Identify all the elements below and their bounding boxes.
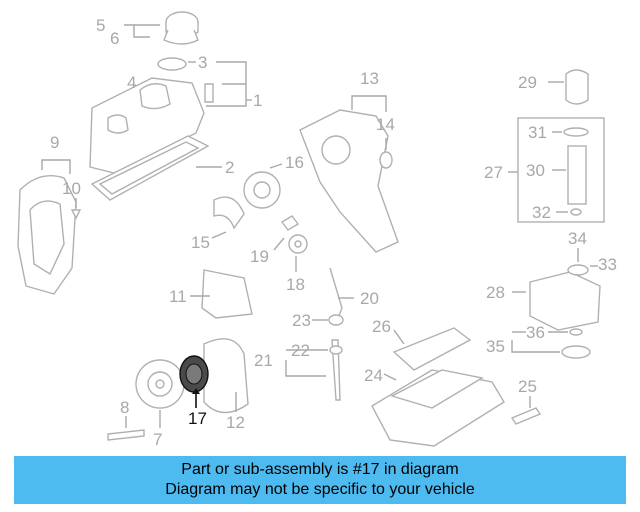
crankshaft-seal-housing xyxy=(203,338,249,414)
callout-26: 26 xyxy=(372,317,391,336)
callout-11: 11 xyxy=(169,287,187,306)
callout-2: 2 xyxy=(225,158,234,177)
callout-22: 22 xyxy=(291,341,310,360)
callout-35: 35 xyxy=(486,337,505,356)
callout-31: 31 xyxy=(528,123,547,142)
callout-1: 1 xyxy=(253,91,262,110)
callout-21: 21 xyxy=(254,351,273,370)
callout-8: 8 xyxy=(120,398,129,417)
callout-36: 36 xyxy=(526,323,545,342)
callout-34: 34 xyxy=(568,229,587,248)
timing-belt xyxy=(213,196,245,230)
crankshaft-pulley xyxy=(135,359,185,409)
valve-cover xyxy=(89,77,205,174)
lower-cover xyxy=(201,269,253,319)
callout-19: 19 xyxy=(250,247,269,266)
camshaft-sprocket xyxy=(243,171,281,209)
diagram-notice-banner: Part or sub-assembly is #17 in diagram D… xyxy=(14,456,626,504)
timing-belt-cover xyxy=(17,175,77,295)
callout-23: 23 xyxy=(292,311,311,330)
rear-timing-cover xyxy=(299,109,399,253)
callout-33: 33 xyxy=(598,255,617,274)
callout-3: 3 xyxy=(198,53,207,72)
oil-pan-gasket xyxy=(392,327,472,371)
callout-32: 32 xyxy=(532,203,551,222)
oil-filter-cap xyxy=(565,69,589,105)
callout-20: 20 xyxy=(360,289,379,308)
notice-line-part: Part or sub-assembly is #17 in diagram xyxy=(181,461,459,478)
callout-16: 16 xyxy=(285,153,304,172)
callout-9: 9 xyxy=(50,133,59,152)
callout-18: 18 xyxy=(286,275,305,294)
callout-14: 14 xyxy=(376,115,395,134)
callout-6: 6 xyxy=(110,29,119,48)
notice-line-disclaimer: Diagram may not be specific to your vehi… xyxy=(165,481,475,498)
highlighted-crankshaft-sprocket xyxy=(179,355,209,393)
callout-24: 24 xyxy=(364,366,383,385)
callout-17: 17 xyxy=(188,409,207,428)
callout-29: 29 xyxy=(518,73,537,92)
callout-27: 27 xyxy=(484,163,503,182)
callout-10: 10 xyxy=(62,179,81,198)
callout-28: 28 xyxy=(486,283,505,302)
valve-cover-gasket xyxy=(90,135,210,201)
callout-25: 25 xyxy=(518,377,537,396)
callout-7: 7 xyxy=(153,430,162,449)
callout-4: 4 xyxy=(127,73,136,92)
oil-pan xyxy=(371,369,505,447)
oil-filler-cap-group xyxy=(163,11,199,45)
callout-12: 12 xyxy=(226,413,245,432)
callout-5: 5 xyxy=(96,16,105,35)
callout-13: 13 xyxy=(360,69,379,88)
oil-filter-housing xyxy=(529,271,601,331)
callout-30: 30 xyxy=(526,161,545,180)
callout-15: 15 xyxy=(191,233,210,252)
